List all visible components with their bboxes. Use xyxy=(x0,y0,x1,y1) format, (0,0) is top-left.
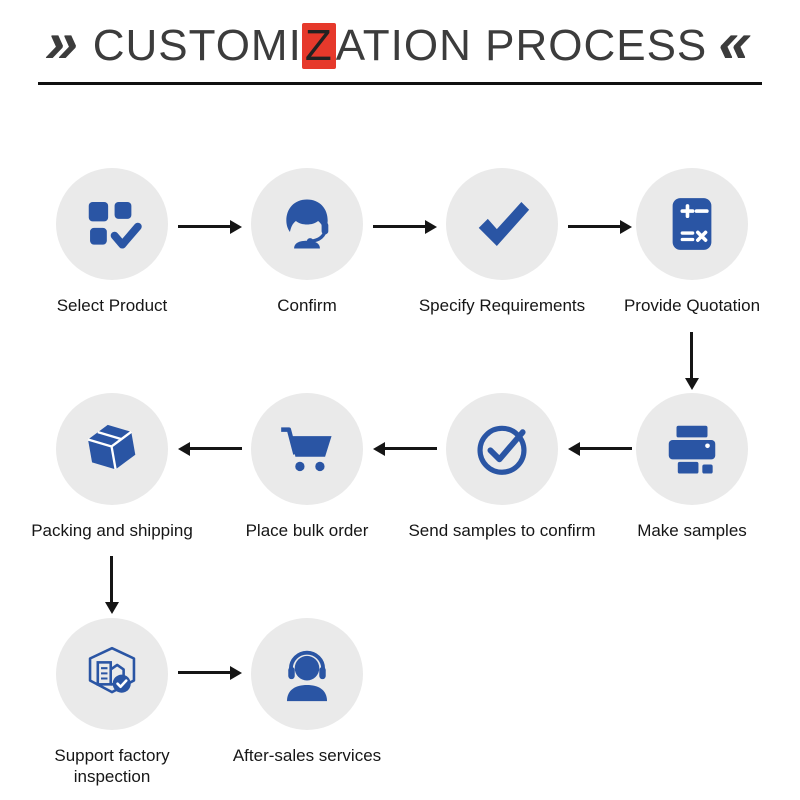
step-label: Provide Quotation xyxy=(623,296,761,315)
step-circle xyxy=(446,168,558,280)
shopping-cart-icon xyxy=(281,427,332,472)
step-packing-and-shipping: Packing and shipping xyxy=(12,393,212,541)
printer-icon xyxy=(668,425,716,474)
step-label: Packing and shipping xyxy=(31,521,193,540)
package-box-icon xyxy=(87,424,136,470)
step-specify-requirements: Specify Requirements xyxy=(402,168,602,316)
step-label: Place bulk order xyxy=(245,521,369,540)
step-label: Specify Requirements xyxy=(418,296,586,315)
step-circle xyxy=(446,393,558,505)
step-confirm: Confirm xyxy=(207,168,407,316)
circle-check-icon xyxy=(477,425,527,475)
step-label: Confirm xyxy=(277,296,337,315)
right-double-chevron-mark: « xyxy=(711,10,761,75)
step-circle xyxy=(636,168,748,280)
step-provide-quotation: Provide Quotation xyxy=(592,168,792,316)
step-label: Select Product xyxy=(56,296,168,315)
step-circle xyxy=(251,618,363,730)
calculator-icon xyxy=(672,198,712,250)
step-circle xyxy=(56,168,168,280)
flow-arrow-left xyxy=(580,447,632,450)
step-label: Send samples to confirm xyxy=(408,521,596,540)
flow-arrow-right xyxy=(373,225,425,228)
flow-arrow-left xyxy=(385,447,437,450)
flow-arrow-right xyxy=(568,225,620,228)
flow-arrow-left xyxy=(190,447,242,450)
step-circle xyxy=(251,393,363,505)
step-circle xyxy=(56,618,168,730)
left-double-chevron-mark: » xyxy=(39,10,89,75)
step-label: Support factory inspection xyxy=(54,746,170,787)
flow-arrow-right xyxy=(178,671,230,674)
bold-checkmark-icon xyxy=(478,202,530,246)
step-circle xyxy=(636,393,748,505)
title-underline xyxy=(38,82,762,85)
step-make-samples: Make samples xyxy=(592,393,792,541)
step-after-sales-services: After-sales services xyxy=(207,618,407,766)
product-grid-check-icon xyxy=(88,202,142,249)
step-support-factory-inspection: Support factory inspection xyxy=(12,618,212,788)
flow-arrow-down xyxy=(690,332,693,378)
title-text-before: CUSTOMI xyxy=(92,21,302,70)
title-text-after: ATION PROCESS xyxy=(335,21,708,70)
page-title: »CUSTOMIZATION PROCESS« xyxy=(0,10,800,75)
step-label: Make samples xyxy=(637,521,747,540)
flow-arrow-down xyxy=(110,556,113,602)
title-highlighted-letter: Z xyxy=(301,23,336,69)
customer-service-agent-icon xyxy=(286,199,329,249)
step-select-product: Select Product xyxy=(12,168,212,316)
step-circle xyxy=(56,393,168,505)
step-send-samples-to-confirm: Send samples to confirm xyxy=(402,393,602,541)
step-label: After-sales services xyxy=(232,746,382,765)
step-circle xyxy=(251,168,363,280)
headset-support-icon xyxy=(286,650,328,702)
factory-inspection-icon xyxy=(88,646,136,694)
flow-arrow-right xyxy=(178,225,230,228)
step-place-bulk-order: Place bulk order xyxy=(207,393,407,541)
